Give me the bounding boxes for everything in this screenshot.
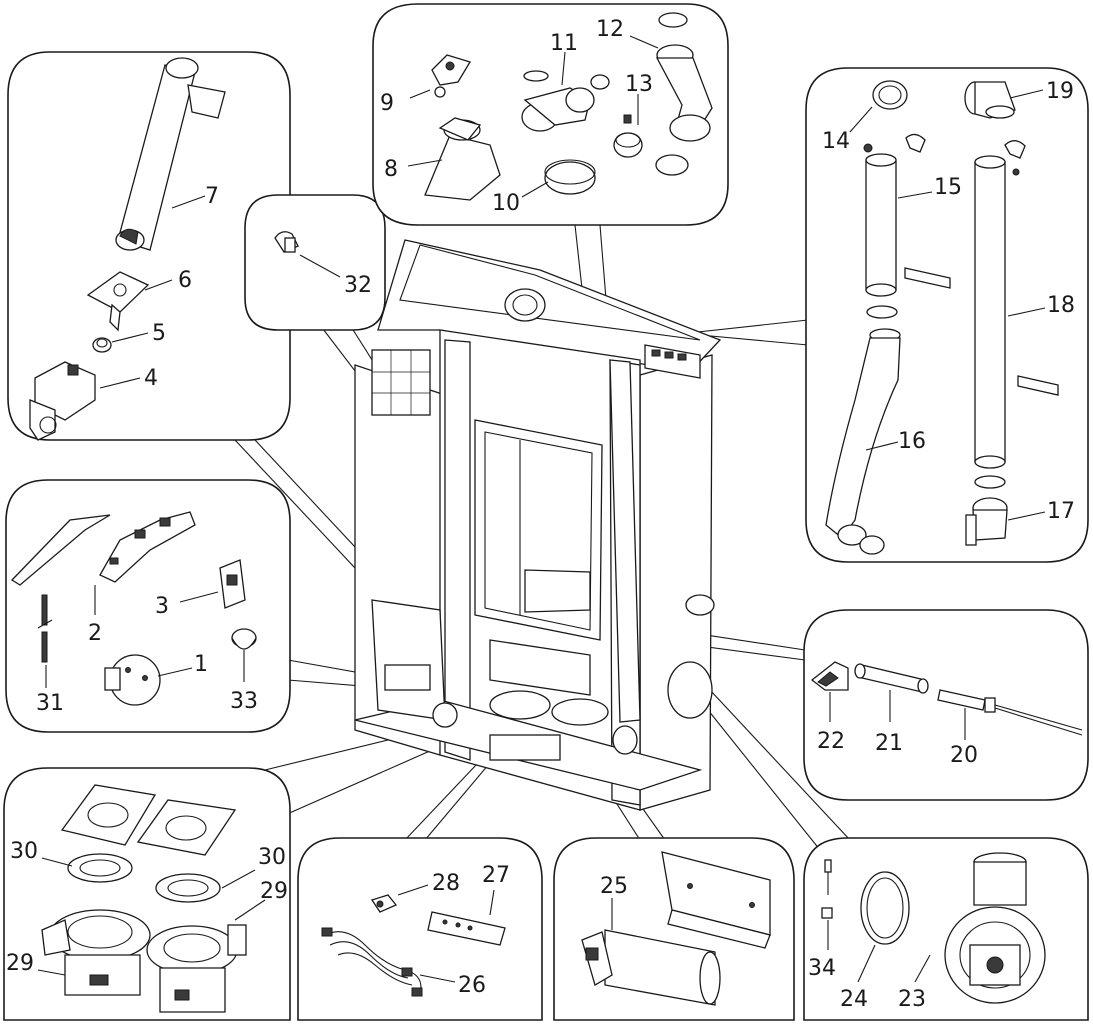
- part-1-pressure-switch: [104, 654, 161, 706]
- part-3-switch: [219, 559, 246, 609]
- stove-frame: [354, 239, 722, 811]
- callout-box-left-top: 7 6 5 4: [7, 51, 291, 441]
- label-13: 13: [625, 72, 653, 97]
- label-22: 22: [817, 729, 845, 754]
- part-11-elbow: [521, 70, 610, 132]
- part-9-sensor: [431, 54, 471, 98]
- label-7: 7: [205, 184, 219, 209]
- label-8: 8: [384, 157, 398, 182]
- part-30-gasket-right: [155, 873, 221, 903]
- label-1: 1: [194, 652, 208, 677]
- part-25-auger-motor: [581, 929, 721, 1006]
- part-2-cable-tray: [99, 511, 196, 583]
- part-30-gasket-left: [67, 853, 133, 883]
- label-12: 12: [596, 17, 624, 42]
- part-24-gasket: [860, 871, 910, 945]
- label-11: 11: [550, 31, 578, 56]
- part-27-display: [427, 911, 506, 946]
- callout-box-bottom-c2: 25: [553, 837, 795, 1021]
- part-23-exhaust-fan: [944, 852, 1046, 1004]
- part-29-fan-left: [41, 909, 151, 996]
- part-5-ring: [92, 337, 112, 353]
- part-7-tube: [115, 57, 226, 251]
- part-8-chute: [424, 117, 501, 201]
- part-19-elbow: [964, 81, 1016, 119]
- label-27: 27: [482, 863, 510, 888]
- callout-box-bottom-c1: 28 27 26: [297, 837, 543, 1021]
- part-13-sleeve: [613, 114, 643, 158]
- label-6: 6: [178, 268, 192, 293]
- part-6-plate: [86, 271, 150, 332]
- part-32-clip: [274, 231, 299, 253]
- label-31: 31: [36, 691, 64, 716]
- callout-box-top-center: 9 8 10 11 12 13: [372, 3, 729, 226]
- part-22-bracket: [810, 661, 849, 691]
- label-26: 26: [458, 973, 486, 998]
- part-33-cap: [231, 628, 257, 650]
- label-19: 19: [1046, 79, 1074, 104]
- part-4-motor: [29, 361, 96, 441]
- label-5: 5: [152, 321, 166, 346]
- label-16: 16: [898, 429, 926, 454]
- callout-box-small-clip: 32: [244, 194, 386, 331]
- part-10-cap: [544, 159, 596, 195]
- callout-box-right-mid: 22 21 20: [803, 609, 1089, 801]
- part-16-curved-pipe: [825, 305, 901, 555]
- callout-box-right-top: 14 19 15 18 16 17: [805, 67, 1089, 563]
- part-plate-right: [136, 799, 237, 856]
- label-23: 23: [898, 987, 926, 1012]
- label-29-left: 29: [6, 951, 34, 976]
- label-30-left: 30: [10, 839, 38, 864]
- label-14: 14: [822, 129, 850, 154]
- part-21-sleeve: [854, 663, 929, 694]
- label-20: 20: [950, 743, 978, 768]
- part-28-clip: [370, 894, 398, 913]
- label-4: 4: [144, 366, 158, 391]
- label-33: 33: [230, 689, 258, 714]
- label-24: 24: [840, 987, 868, 1012]
- part-14-collar: [863, 80, 908, 153]
- label-15: 15: [934, 175, 962, 200]
- label-29-right: 29: [260, 879, 288, 904]
- part-34-sensor: [821, 859, 833, 919]
- label-18: 18: [1047, 293, 1075, 318]
- part-12-elbow-pipe: [655, 12, 713, 176]
- label-25: 25: [600, 874, 628, 899]
- label-28: 28: [432, 871, 460, 896]
- label-2: 2: [88, 621, 102, 646]
- part-15-pipe: [865, 153, 897, 297]
- label-32: 32: [344, 273, 372, 298]
- part-31-cable: [37, 594, 53, 663]
- part-26-harness: [321, 927, 423, 997]
- label-17: 17: [1047, 499, 1075, 524]
- label-10: 10: [492, 191, 520, 216]
- callout-box-bottom-left: 30 30 29 29: [3, 767, 291, 1021]
- label-21: 21: [875, 731, 903, 756]
- callout-box-left-mid: 2 31 3 1 33: [5, 479, 291, 733]
- label-34: 34: [808, 956, 836, 981]
- part-plate-left: [60, 784, 157, 846]
- label-9: 9: [380, 91, 394, 116]
- label-3: 3: [155, 594, 169, 619]
- label-30-right: 30: [258, 845, 286, 870]
- part-20-igniter: [937, 689, 1083, 736]
- part-17-elbow: [965, 497, 1008, 546]
- callout-box-bottom-right: 34 24 23: [803, 837, 1089, 1021]
- part-18-long-pipe: [974, 155, 1006, 489]
- part-29-fan-right: [146, 924, 247, 1013]
